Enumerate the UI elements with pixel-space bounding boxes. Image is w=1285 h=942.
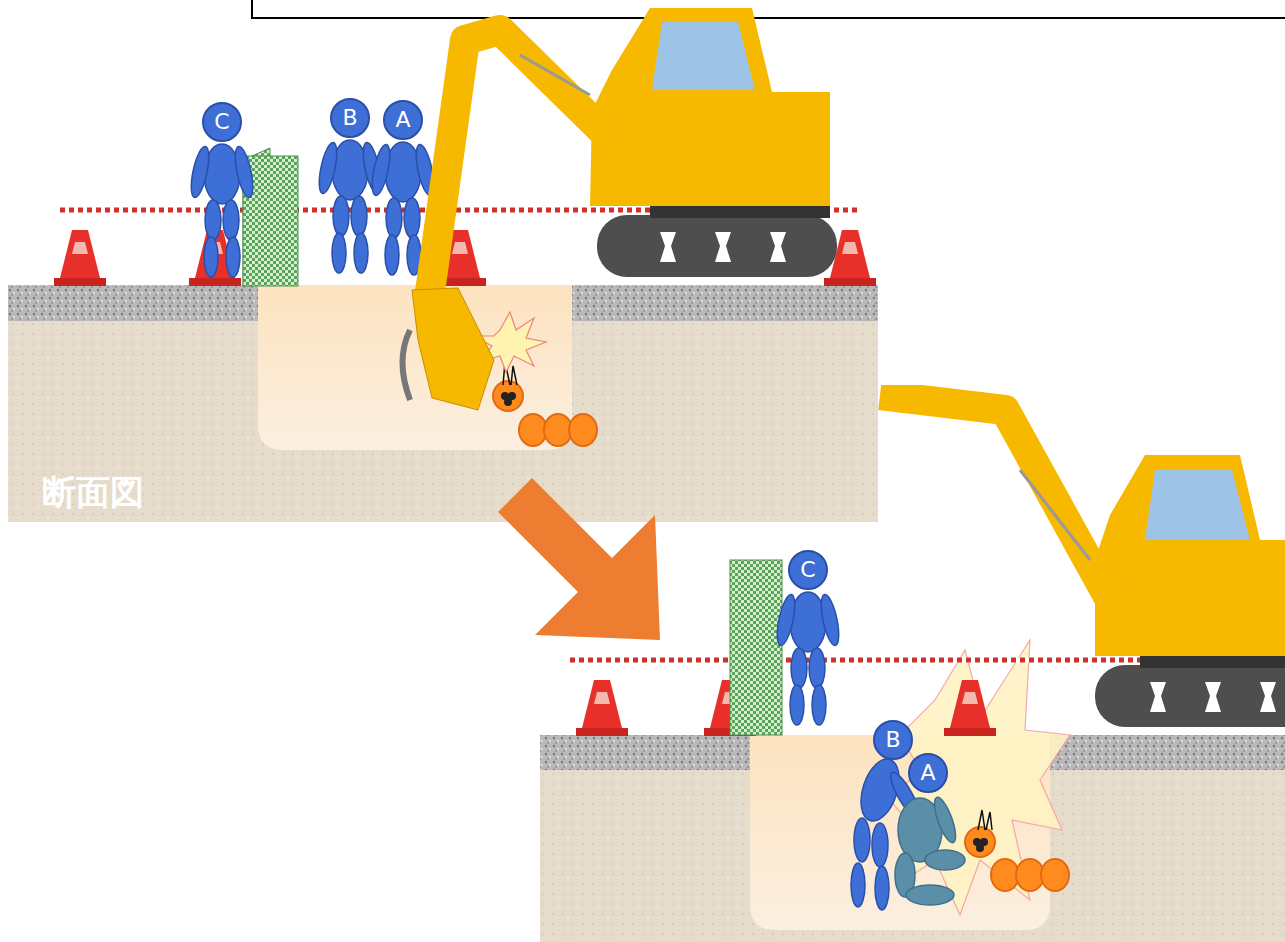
panel-caption: 断面図 <box>42 470 144 516</box>
flow-arrow <box>498 478 660 640</box>
worker-head: B <box>330 98 370 138</box>
worker-letter: B <box>342 107 357 129</box>
worker-letter: B <box>885 729 900 751</box>
top-frame <box>252 0 1285 18</box>
worker-letter: C <box>800 559 815 581</box>
worker-head: A <box>383 100 423 140</box>
worker-head: C <box>788 550 828 590</box>
worker-head: C <box>202 102 242 142</box>
worker-head: B <box>873 720 913 760</box>
panel-after <box>540 395 1285 942</box>
worker-letter: C <box>214 111 229 133</box>
worker-head: A <box>908 753 948 793</box>
panel-before <box>8 8 878 522</box>
worker-letter: A <box>920 762 935 784</box>
worker-letter: A <box>395 109 410 131</box>
